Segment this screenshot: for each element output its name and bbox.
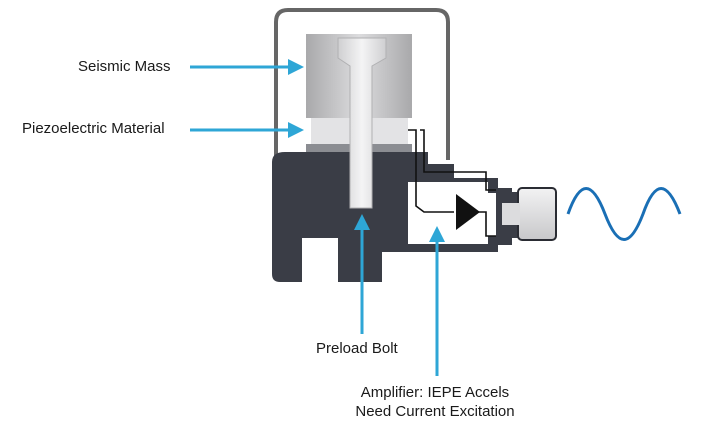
connector-pin (502, 203, 520, 225)
signal-wire (476, 211, 496, 237)
arrow-preload-bolt (354, 214, 370, 334)
case-outline (274, 8, 450, 160)
amplifier-triangle (456, 194, 480, 230)
output-waveform (566, 187, 682, 241)
signal-wire (408, 129, 454, 213)
arrow-piezoelectric (190, 122, 304, 138)
connector-plug (517, 187, 557, 241)
label-amplifier-line1: Amplifier: IEPE Accels (360, 384, 510, 401)
label-seismic-mass: Seismic Mass (78, 58, 171, 75)
preload-bolt (337, 37, 387, 209)
label-preload-bolt: Preload Bolt (316, 340, 398, 357)
arrow-amplifier (429, 226, 445, 376)
label-amplifier-line2: Need Current Excitation (355, 403, 515, 420)
signal-wire (420, 129, 496, 191)
label-amplifier: Amplifier: IEPE Accels Need Current Exci… (345, 383, 525, 421)
amplifier-cavity (408, 182, 496, 244)
label-piezoelectric-material: Piezoelectric Material (22, 120, 165, 137)
arrow-seismic-mass (190, 59, 304, 75)
